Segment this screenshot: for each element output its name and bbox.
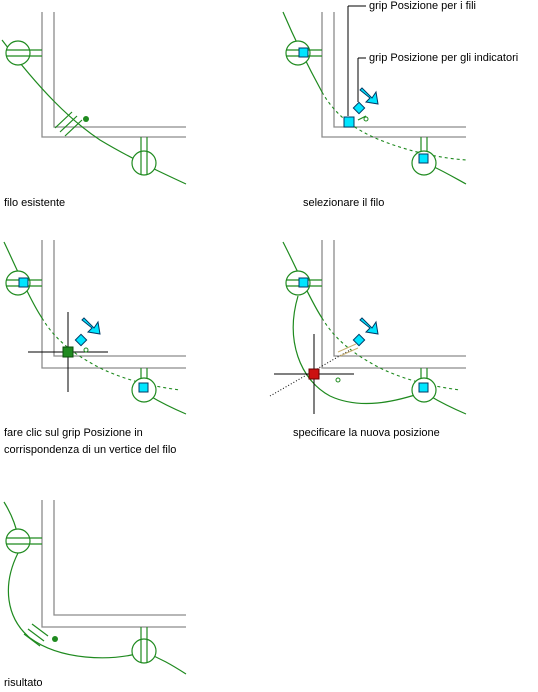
- wire-grip-bottom[interactable]: [138, 382, 149, 393]
- wire-grip-top[interactable]: [298, 47, 309, 58]
- indicator-grip[interactable]: [352, 101, 366, 115]
- walls: [41, 12, 186, 138]
- selected-vertex-grip[interactable]: [62, 346, 74, 358]
- caption-click-grip-line1: fare clic sul grip Posizione in: [4, 427, 143, 439]
- wire: [1, 39, 187, 185]
- walls: [321, 240, 466, 369]
- wire-grip-bottom[interactable]: [418, 153, 429, 164]
- wire-solid-right: [429, 164, 467, 185]
- indicator-grip[interactable]: [352, 333, 366, 347]
- indicator-arrow-icon: [81, 317, 101, 335]
- outlet-device-top: [5, 40, 42, 66]
- indicator-arrow-icon: [359, 87, 379, 105]
- caption-specify-location: specificare la nuova posizione: [293, 427, 440, 439]
- wire-solid-right: [149, 395, 187, 415]
- callout-indicator-grips: grip Posizione per gli indicatori: [369, 52, 519, 64]
- outlet-device-bottom: [131, 627, 157, 664]
- wire-solid-right: [429, 395, 467, 415]
- wire-grip-bottom[interactable]: [418, 382, 429, 393]
- caption-existing-wire: filo esistente: [4, 197, 66, 209]
- callout-leaders: [347, 5, 366, 116]
- home-run-indicator: [23, 623, 58, 647]
- outlet-device-top: [5, 528, 42, 554]
- caption-click-grip-line2: corrispondenza di un vertice del filo: [4, 444, 177, 456]
- wire-rubber-band: [292, 295, 425, 405]
- outlet-device-bottom: [131, 137, 157, 176]
- wire-result: [3, 501, 19, 543]
- caption-result: risultato: [4, 677, 43, 689]
- wire-result-rerouted: [7, 552, 187, 675]
- wire-grip-top[interactable]: [298, 277, 309, 288]
- indicator-grip[interactable]: [74, 333, 88, 347]
- indicator-arrow-icon: [359, 317, 379, 335]
- caption-select-wire: selezionare il filo: [303, 197, 385, 209]
- home-run-small: [357, 115, 369, 122]
- active-vertex-grip[interactable]: [308, 368, 320, 380]
- home-run-indicator: [54, 111, 89, 137]
- callout-wire-grips: grip Posizione per i fili: [369, 0, 476, 12]
- indicator-ghost: [335, 343, 359, 383]
- home-run-small: [83, 347, 89, 353]
- walls: [41, 500, 186, 628]
- wire-grip-top[interactable]: [18, 277, 29, 288]
- wire-dashed-original: [321, 317, 461, 391]
- wire-grip-vertex[interactable]: [343, 116, 355, 128]
